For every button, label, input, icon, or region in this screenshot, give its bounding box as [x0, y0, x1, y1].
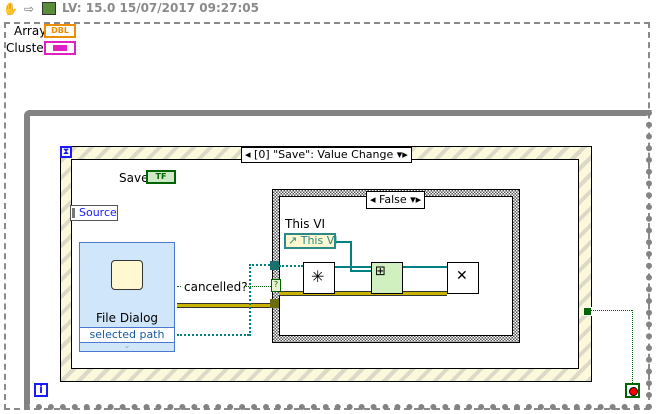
close-config-node[interactable]: ✕	[447, 262, 479, 294]
this-vi-reference[interactable]: ↗ This VI	[284, 233, 338, 249]
cluster-label: Cluster	[6, 41, 49, 55]
case-selector[interactable]: ◂ False ▾▸	[366, 191, 426, 209]
vi-icon[interactable]	[42, 2, 56, 15]
save-terminal[interactable]: TF	[146, 170, 176, 184]
path-wire-vertical	[249, 264, 251, 336]
arrow-right-icon[interactable]: ⇨	[23, 2, 35, 16]
toolbar: ✋ ⇨ LV: 15.0 15/07/2017 09:27:05	[0, 0, 656, 18]
ref-wire-out	[403, 266, 447, 268]
new-config-icon: ✳	[311, 267, 325, 286]
this-vi-ref-text: This VI	[300, 234, 338, 247]
stop-wire-v	[632, 310, 633, 383]
path-wire	[177, 334, 249, 336]
event-selector[interactable]: ◂ [0] "Save": Value Change ▾▸	[241, 147, 412, 163]
case-selector-label: False	[379, 193, 407, 206]
iteration-terminal[interactable]: i	[34, 383, 48, 397]
timeout-icon[interactable]: ⧗	[60, 146, 72, 158]
array-label: Array	[14, 24, 47, 38]
ref-wire-a	[335, 266, 372, 268]
path-wire-inner	[279, 265, 303, 267]
bool-wire-a	[177, 286, 181, 287]
hand-icon[interactable]: ✋	[3, 2, 18, 16]
error-wire-inner	[279, 291, 447, 296]
bool-wire-b	[246, 286, 273, 287]
stop-terminal[interactable]	[625, 383, 640, 398]
error-wire	[177, 303, 273, 308]
file-dialog-node[interactable]: File Dialog selected path ⌄	[79, 242, 175, 352]
write-config-icon: ⊞	[375, 264, 386, 279]
expand-chevron-icon[interactable]: ⌄	[123, 341, 131, 350]
array-terminal[interactable]: DBL	[44, 24, 76, 38]
selected-path-output[interactable]: selected path	[80, 327, 174, 343]
file-dialog-icon	[111, 260, 143, 290]
case-selector-terminal[interactable]: ?	[271, 279, 281, 292]
stop-wire-h	[591, 310, 632, 311]
source-bar-icon	[72, 208, 75, 218]
bool-tunnel	[583, 307, 592, 316]
array-type: DBL	[51, 26, 69, 35]
close-config-icon: ✕	[456, 268, 468, 284]
while-loop[interactable]	[24, 110, 652, 410]
ref-wire-c	[350, 241, 352, 271]
version-text: LV: 15.0 15/07/2017 09:27:05	[62, 1, 259, 15]
ref-wire-d	[350, 270, 372, 272]
event-selector-label: [0] "Save": Value Change	[254, 148, 394, 161]
path-tunnel	[270, 261, 279, 270]
source-node[interactable]: Source	[70, 205, 118, 221]
error-tunnel	[270, 299, 279, 308]
file-dialog-title: File Dialog	[95, 311, 159, 325]
source-label: Source	[79, 206, 117, 219]
path-wire-in	[249, 264, 273, 266]
cluster-icon	[53, 45, 67, 51]
save-type: TF	[155, 172, 167, 181]
iteration-icon: i	[39, 383, 43, 396]
save-label: Save	[119, 171, 149, 185]
this-vi-label: This VI	[285, 217, 326, 231]
stop-icon	[629, 387, 638, 396]
write-config-node[interactable]: ⊞	[371, 262, 403, 294]
cluster-terminal[interactable]	[44, 41, 76, 55]
ref-wire-b	[336, 241, 350, 243]
cancelled-label: cancelled?	[184, 280, 248, 294]
open-config-node[interactable]: ✳	[303, 262, 335, 294]
